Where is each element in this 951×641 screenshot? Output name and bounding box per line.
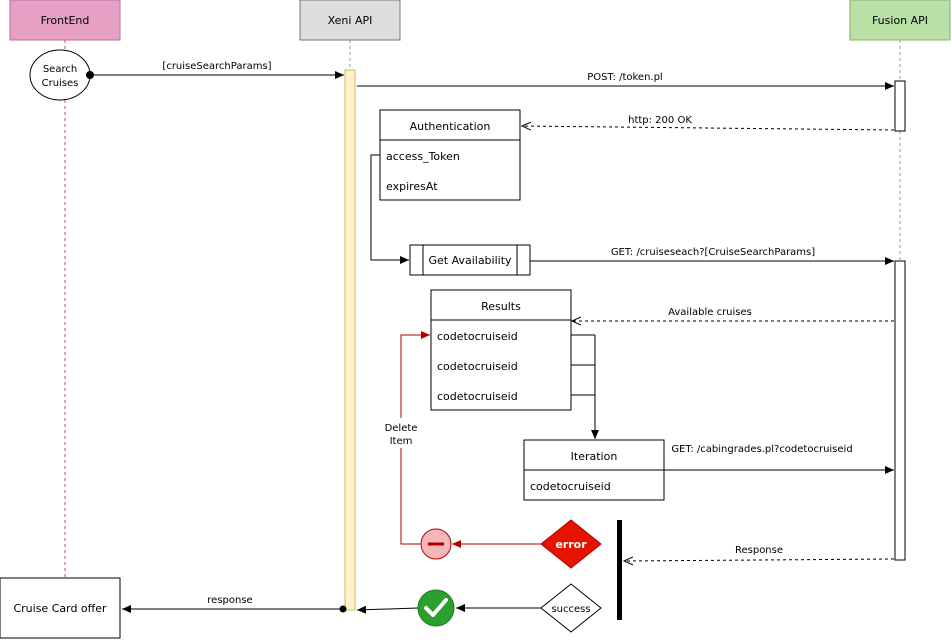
cruise-card-offer-label: Cruise Card offer: [13, 602, 107, 615]
participant-fusion-api: Fusion API: [849, 0, 951, 41]
start-node-search-cruises: Search Cruises: [29, 49, 91, 101]
delete-item-label-line1: Delete: [385, 423, 418, 434]
auth-field-access-token: access_Token: [386, 150, 460, 163]
xeni-activation-bar: [344, 69, 356, 611]
iteration-box: Iteration codetocruiseid: [523, 439, 665, 501]
error-decision-label: error: [555, 538, 587, 551]
delete-item-label-line2: Item: [390, 436, 413, 447]
msg-http-ok: http: 200 OK: [628, 115, 692, 126]
success-decision-label: success: [551, 604, 590, 615]
check-to-xeni-arrow: [356, 605, 419, 614]
msg-cruise-search-params: [cruiseSearchParams]: [162, 61, 271, 72]
auth-field-expires-at: expiresAt: [386, 180, 438, 193]
authentication-box: Authentication access_Token expiresAt: [379, 109, 521, 201]
msg-http-ok-arrow: [522, 126, 895, 130]
msg-post-token: POST: /token.pl: [587, 72, 662, 83]
fusion-activation-bar-1: [894, 80, 906, 132]
iteration-title: Iteration: [571, 450, 618, 463]
decision-split-bar: [617, 520, 622, 620]
msg-response-in-arrow: [624, 559, 895, 561]
authentication-title: Authentication: [410, 120, 491, 133]
checkmark-icon: [417, 589, 455, 627]
results-box: Results codetocruiseid codetocruiseid co…: [430, 289, 572, 411]
success-decision: success: [540, 583, 602, 633]
delete-item-icon: [420, 528, 452, 560]
results-row: codetocruiseid: [437, 330, 518, 343]
fusion-activation-bar-2: [894, 260, 906, 561]
start-node-line2: Cruises: [42, 78, 79, 89]
msg-get-cruisesearch: GET: /cruiseseach?[CruiseSearchParams]: [611, 247, 815, 258]
results-row: codetocruiseid: [437, 390, 518, 403]
start-node-line1: Search: [43, 64, 77, 75]
cruise-card-offer-box: Cruise Card offer: [0, 577, 121, 639]
error-decision: error: [540, 519, 602, 569]
participant-fusion-label: Fusion API: [872, 14, 928, 27]
participant-xeni-api: Xeni API: [299, 0, 401, 41]
get-availability-label: Get Availability: [428, 254, 512, 267]
participant-frontend-label: FrontEnd: [41, 14, 90, 27]
delete-item-label-bg: [382, 418, 420, 448]
iteration-field: codetocruiseid: [530, 480, 611, 493]
msg-available-cruises: Available cruises: [668, 307, 752, 318]
participant-xeni-label: Xeni API: [328, 14, 373, 27]
results-title: Results: [481, 300, 521, 313]
msg-get-cabingrades: GET: /cabingrades.pl?codetocruiseid: [671, 444, 852, 455]
participant-frontend: FrontEnd: [9, 0, 121, 41]
msg-response-out: response: [207, 595, 252, 606]
results-row: codetocruiseid: [437, 360, 518, 373]
results-to-iteration-connector: [571, 334, 599, 439]
get-availability-process: Get Availability: [409, 244, 531, 276]
auth-to-availability-connector: [370, 154, 409, 264]
msg-response-in: Response: [735, 545, 783, 556]
